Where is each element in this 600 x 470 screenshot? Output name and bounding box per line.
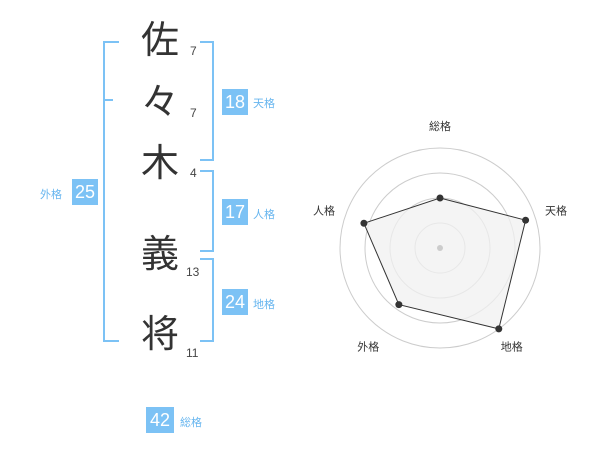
name-char-1: 佐: [140, 18, 179, 62]
gaikaku-label: 外格: [40, 188, 62, 201]
gaikaku-value: 25: [72, 179, 98, 205]
stroke-count-2: 7: [190, 106, 197, 120]
radar-axis-label-2: 天格: [545, 203, 567, 217]
radar-axis-label-1: 総格: [429, 119, 451, 133]
radar-ring-4: [339, 147, 541, 349]
jinkaku-bracket: [200, 170, 214, 252]
tenkaku-value: 18: [222, 89, 248, 115]
radar-point-2: [522, 216, 530, 224]
radar-axis-label-5: 人格: [313, 203, 335, 217]
name-char-5: 将: [140, 312, 179, 356]
radar-axis-label-3: 地格: [501, 340, 523, 354]
radar-point-5: [360, 219, 368, 227]
jinkaku-label: 人格: [253, 208, 275, 221]
radar-point-4: [395, 301, 403, 309]
chikaku-bracket: [200, 258, 214, 342]
soukaku-value: 42: [146, 407, 174, 433]
tenkaku-label: 天格: [253, 97, 275, 110]
stroke-count-1: 7: [190, 44, 197, 58]
name-char-3: 木: [140, 141, 179, 185]
radar-point-3: [495, 325, 503, 333]
soukaku-label: 総格: [180, 416, 202, 429]
name-char-2: 々: [140, 80, 179, 124]
name-char-4: 義: [140, 232, 179, 276]
chikaku-value: 24: [222, 289, 248, 315]
jinkaku-value: 17: [222, 199, 248, 225]
radar-point-1: [436, 194, 444, 202]
gaikaku-bracket: [103, 41, 119, 342]
stroke-count-3: 4: [190, 166, 197, 180]
stroke-count-4: 13: [186, 265, 200, 279]
stroke-count-5: 11: [186, 346, 199, 360]
gaikaku-bracket-tick: [105, 99, 113, 101]
radar-axis-label-4: 外格: [357, 340, 379, 354]
radar-center: [437, 245, 443, 251]
radar-polygon: [363, 197, 527, 330]
chikaku-label: 地格: [253, 298, 275, 311]
tenkaku-bracket: [200, 41, 214, 161]
